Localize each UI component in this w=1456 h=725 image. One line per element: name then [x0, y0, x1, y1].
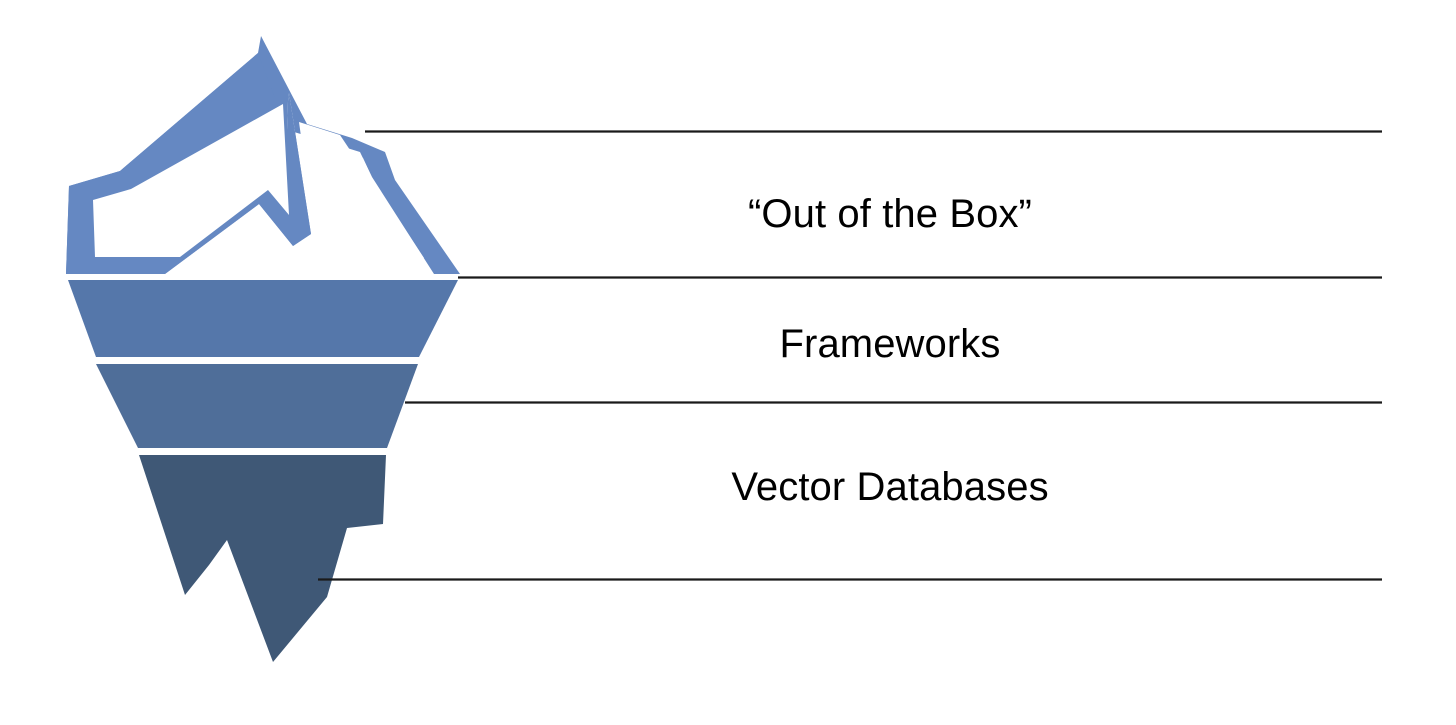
iceberg-band-vector-databases: [139, 455, 386, 662]
iceberg-band-middle: [96, 364, 418, 448]
iceberg-peak-inner-void: [93, 104, 289, 257]
iceberg-band-frameworks: [68, 280, 458, 357]
tier-label-frameworks: Frameworks: [779, 322, 1001, 366]
iceberg-peak-group: [66, 36, 460, 274]
iceberg-peak-inner-void-right: [296, 122, 424, 258]
tier-label-vector-databases: Vector Databases: [731, 465, 1049, 509]
tier-label-out-of-the-box: “Out of the Box”: [748, 192, 1032, 236]
